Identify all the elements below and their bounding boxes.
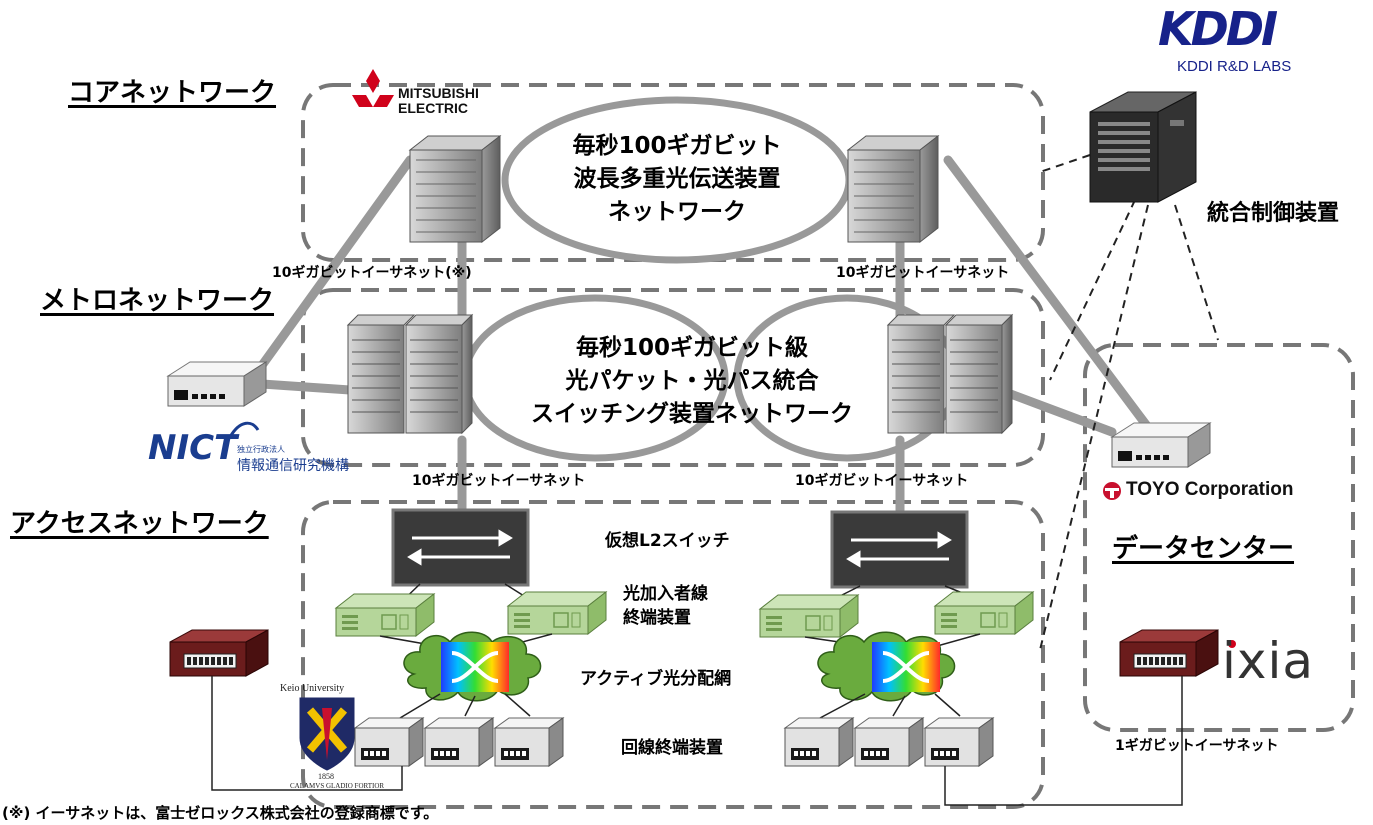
keio-logo: Keio University (280, 683, 345, 694)
metro-network-region (301, 288, 1045, 467)
olt-4 (934, 591, 1034, 635)
nict-logo-sub1: 独立行政法人 (237, 445, 285, 454)
keio-year: 1858 (318, 772, 334, 781)
ixia-dot-icon (1228, 640, 1236, 648)
core-wdm-right (846, 134, 940, 244)
onu-5 (854, 717, 924, 767)
ixia-logo: ixia (1222, 632, 1315, 690)
link-label-dc: 1ギガビットイーサネット (1115, 738, 1279, 754)
traffic-tester-ixia (1119, 629, 1219, 677)
olt-1 (335, 593, 435, 637)
toyo-logo-icon (1103, 482, 1121, 500)
access-network-region (301, 500, 1045, 809)
olt-label: 光加入者線 終端装置 (623, 584, 708, 628)
nict-logo: NICT (148, 428, 238, 468)
aon-label: アクティブ光分配網 (580, 669, 732, 689)
core-network-region (301, 83, 1045, 262)
kddi-logo: KDDI (1158, 2, 1278, 56)
l2-switch-right (830, 510, 969, 589)
controller-server (1089, 91, 1197, 203)
link-label-metro-left: 10ギガビットイーサネット (412, 473, 586, 489)
onu-4 (784, 717, 854, 767)
mitsubishi-logo: MITSUBISHI ELECTRIC (398, 85, 479, 116)
traffic-tester-left (169, 629, 269, 677)
datacenter-heading: データセンター (1112, 534, 1295, 564)
link-label-core-right: 10ギガビットイーサネット (836, 265, 1010, 281)
kddi-logo-sub: KDDI R&D LABS (1177, 58, 1292, 75)
onu-1 (354, 717, 424, 767)
control-links (1039, 154, 1219, 651)
onu-label: 回線終端装置 (621, 738, 723, 758)
olt-3 (759, 594, 859, 638)
onu-6 (924, 717, 994, 767)
core-center-text: 毎秒100ギガビット 波長多重光伝送装置 ネットワーク (572, 133, 782, 225)
link-label-metro-right: 10ギガビットイーサネット (795, 473, 969, 489)
onu-2 (424, 717, 494, 767)
link-label-core-left: 10ギガビットイーサネット(※) (272, 265, 472, 281)
keio-crest-icon (299, 697, 355, 771)
nict-logo-sub2: 情報通信研究機構 (237, 458, 349, 474)
metro-switch-left (346, 313, 474, 435)
metro-network-heading: メトロネットワーク (40, 286, 275, 316)
l2-switch-left (391, 508, 530, 587)
onu-3 (494, 717, 564, 767)
nict-swoosh-icon (228, 421, 260, 438)
core-wdm-left (408, 134, 502, 244)
toyo-logo: TOYO Corporation (1126, 479, 1294, 500)
olt-2 (507, 591, 607, 635)
router-nict (167, 361, 267, 407)
metro-switch-right (886, 313, 1014, 435)
mitsubishi-logo-icon (352, 69, 394, 107)
metro-center-text: 毎秒100ギガビット級 光パケット・光パス統合 スイッチング装置ネットワーク (531, 335, 853, 427)
l2switch-label: 仮想L2スイッチ (605, 531, 730, 551)
keio-motto: CALAMVS GLADIO FORTIOR (290, 782, 385, 790)
datacenter-region (1083, 343, 1355, 732)
access-network-heading: アクセスネットワーク (10, 509, 269, 539)
router-toyo (1111, 422, 1211, 468)
footnote: (※) イーサネットは、富士ゼロックス株式会社の登録商標です。 (2, 804, 439, 822)
controller-label: 統合制御装置 (1207, 201, 1340, 226)
core-network-heading: コアネットワーク (68, 78, 277, 108)
